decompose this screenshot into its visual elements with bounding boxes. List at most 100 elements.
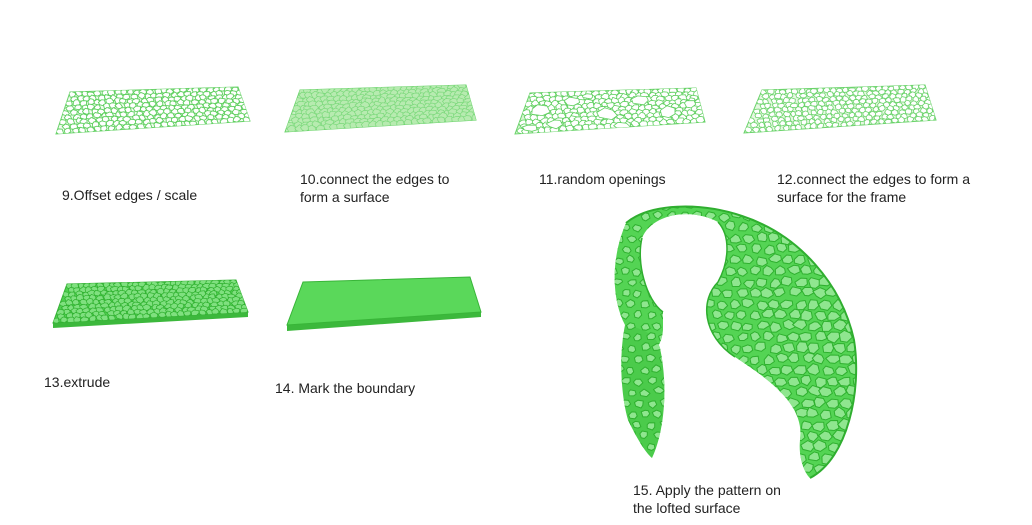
mesh-cell [92,90,102,97]
lofted-cell [735,464,749,475]
mesh-cell [754,112,763,119]
lofted-cell [621,332,632,340]
mesh-opening [581,93,594,100]
lofted-cell [710,222,722,234]
mesh-cell [837,116,845,123]
lofted-cell [795,299,808,311]
lofted-cell [738,221,749,232]
mesh-cell [794,109,803,117]
lofted-cell [665,254,677,263]
lofted-cell [751,223,763,233]
lofted-cell [716,429,729,440]
mesh-cell [138,114,147,121]
lofted-cell [672,375,684,386]
lofted-cell [794,430,806,442]
lofted-cell [773,308,788,320]
lofted-cell [857,344,872,355]
lofted-cell [756,431,769,443]
lofted-cell [825,398,840,409]
mesh-cell [159,112,168,120]
lofted-cell [832,319,849,332]
mesh-cell [833,112,841,120]
mesh-cell [764,102,771,110]
mesh-cell [170,116,179,124]
lofted-cell [712,353,723,363]
lofted-cell [770,343,783,355]
lofted-cell [763,330,775,342]
lofted-cell [769,321,783,333]
lofted-cell [818,386,833,398]
mesh-opening [563,96,581,107]
mesh-cell [798,92,808,99]
lofted-cell [721,289,733,299]
lofted-cell [852,441,857,455]
lofted-cell [796,341,809,354]
lofted-cell [767,451,782,463]
step-10-label: 10.connect the edges to form a surface [300,170,449,206]
lofted-cell [756,363,768,376]
lofted-cell [756,300,770,312]
lofted-cell [729,233,743,244]
lofted-cell [836,376,851,387]
lofted-cell [614,454,625,463]
mesh-cell [87,98,96,105]
lofted-cell [659,288,670,299]
lofted-cell [640,212,651,222]
lofted-cell [697,397,710,408]
lofted-cell [640,409,651,418]
lofted-cell [614,243,619,252]
lofted-cell [749,376,763,387]
mesh-cell [846,103,855,110]
lofted-cell [621,443,632,452]
lofted-cell [704,453,717,463]
lofted-cell [763,354,776,366]
lofted-cell [723,441,736,451]
lofted-cell [709,397,722,407]
lofted-cell [800,440,816,452]
lofted-cell [767,232,780,243]
lofted-cell [639,430,648,440]
lofted-cell [730,410,743,420]
mesh-opening [596,107,618,121]
lofted-cell [787,420,800,431]
lofted-cell [737,332,749,341]
mesh-cell [890,109,899,116]
lofted-cell [837,264,853,277]
mesh-cell [148,109,158,117]
lofted-cell [614,289,617,298]
lofted-cell [788,308,802,320]
lofted-cell [666,344,677,354]
lofted-cell [646,206,656,209]
mesh-cell [82,95,91,102]
lofted-cell [672,398,683,407]
lofted-cell [614,364,625,373]
step-11-label: 11.random openings [539,170,666,188]
lofted-cell [633,399,644,409]
lofted-cell [614,466,619,474]
lofted-cell [724,220,736,232]
lofted-cell [861,233,872,243]
lofted-cell [678,452,690,463]
lofted-cell [688,276,702,285]
step-10-label-line-1: 10.connect the edges to [300,171,450,187]
lofted-cell [825,244,838,256]
mesh-cell [119,97,127,104]
lofted-cell [690,254,702,265]
lofted-cell [789,286,803,297]
lofted-cell [730,276,742,288]
lofted-cell [858,388,870,399]
lofted-cell [614,309,617,319]
lofted-cell [744,387,757,398]
lofted-cell [787,376,801,388]
lofted-cell [665,386,675,396]
lofted-cell [826,220,842,233]
lofted-cell [690,343,702,353]
lofted-cell [807,384,823,397]
lofted-cell [819,409,832,421]
lofted-cell [633,355,644,364]
lofted-cell [824,354,842,364]
lofted-cell [808,321,823,332]
lofted-cell [786,440,799,451]
lofted-cell [812,220,826,232]
step-13-label: 13.extrude [44,373,110,391]
